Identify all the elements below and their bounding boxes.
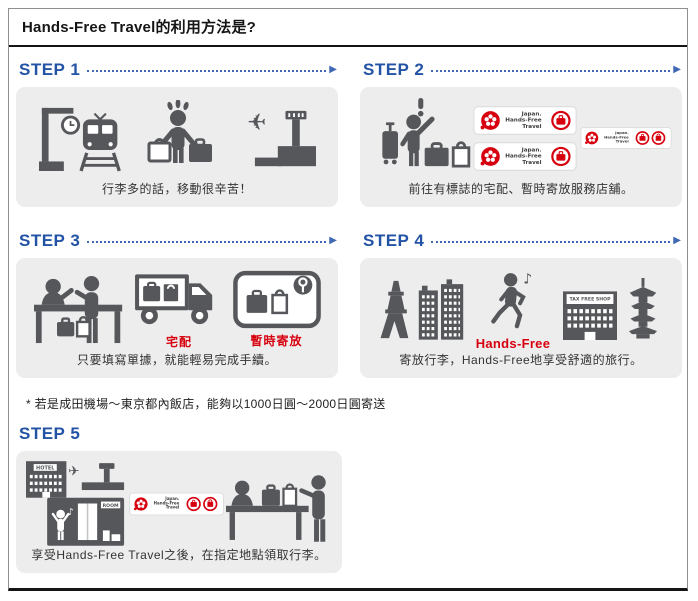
office-buildings-icon [419,279,464,340]
badge-text-line2: Hands-Free [505,117,541,123]
hands-free-travel-wide-badge: Japan. Hands-Free Travel [579,127,672,150]
reception-counter-icon [33,275,122,343]
step4-dotted-leader [431,240,671,243]
step1-dotted-leader [87,69,327,72]
airplane-glyph: ✈ [247,110,266,136]
step1-icons: ✈ [16,87,338,182]
step2-label: STEP 2 [363,60,425,79]
hands-free-walker-figure: ♪ Hands-Free [476,268,551,351]
badge-text-line2: Hands-Free [153,500,179,505]
step5-card: HOTEL ✈ ♪ [16,451,342,573]
delivery-figure: 宅配 [135,269,223,350]
hands-free-label: Hands-Free [475,335,551,351]
step2-icons: Japan. Hands-Free Travel [360,87,682,182]
step2-header: STEP 2 ▶ [363,60,681,80]
room-sign: ROOM [103,503,119,509]
badge-text-line1: Japan. [521,111,542,117]
step4-label: STEP 4 [363,231,425,250]
tokyo-tower-icon [380,280,409,338]
airport-icon: ✈ [247,110,316,166]
step1-caption: 行李多的話，移動很辛苦！ [101,181,252,196]
luggage-pickup-counter-icon [225,474,326,542]
step1-header: STEP 1 ▶ [19,60,337,80]
delivery-label: 宅配 [165,334,192,349]
step1-section: STEP 1 ▶ [16,60,338,207]
music-note-icon: ♪ [523,272,532,288]
music-note-icon: ♪ [68,507,74,518]
steps-grid: STEP 1 ▶ [16,60,682,378]
step4-arrow-icon: ▶ [673,235,681,246]
hotel-sign: HOTEL [36,465,55,471]
step4-card: ♪ Hands-Free [360,258,682,378]
step5-caption: 享受Hands-Free Travel之後，在指定地點領取行李。 [31,548,327,562]
badge-text-line3: Travel [522,160,541,166]
step2-card: Japan. Hands-Free Travel [360,87,682,207]
step5-header: STEP 5 [19,424,341,444]
train-station-icon [38,107,121,172]
footnote: * 若是成田機場～東京都內飯店，能夠以1000日圓～2000日圓寄送 [26,397,386,411]
city-icons-group [379,279,464,340]
content-box: Hands-Free Travel的利用方法是? STEP 1 ▶ [8,8,688,591]
logo-badge-stack: Japan. Hands-Free Travel [473,105,577,171]
sights-icons-group: TAX FREE SHOP [562,278,663,341]
badge-text-line2: Hands-Free [604,135,629,140]
step5-icons: HOTEL ✈ ♪ [16,451,342,548]
hotel-and-room-icon: HOTEL ✈ ♪ [26,461,125,546]
tax-free-sign: TAX FREE SHOP [569,297,611,303]
step3-label: STEP 3 [19,231,81,250]
airplane-glyph: ✈ [69,465,80,480]
pagoda-icon [628,278,657,339]
temporary-storage-icon [232,270,321,328]
storage-figure: 暫時寄放 [232,270,321,349]
hands-free-travel-badge: Japan. Hands-Free Travel [473,105,577,135]
step4-caption: 寄放行李，Hands-Free地享受舒適的旅行。 [399,352,643,367]
badge-text-line1: Japan. [521,147,542,153]
delivery-truck-icon [135,274,213,324]
step3-header: STEP 3 ▶ [19,231,337,251]
storage-label: 暫時寄放 [250,333,303,348]
page-title: Hands-Free Travel的利用方法是? [9,9,687,47]
walking-person-icon: ♪ [491,272,532,329]
hands-free-travel-badge: Japan. Hands-Free Travel [473,141,577,171]
tax-free-shop-icon: TAX FREE SHOP [562,291,617,341]
badge-text-line3: Travel [165,504,179,509]
step3-caption: 只要填寫單據，就能輕易完成手續。 [76,352,277,367]
hands-free-travel-wide-badge: Japan. Hands-Free Travel [128,492,224,515]
badge-text-line1: Japan. [164,495,180,500]
step3-card: 宅配 [16,258,338,378]
badge-text-line3: Travel [522,124,541,130]
step3-arrow-icon: ▶ [329,235,337,246]
step4-section: STEP 4 ▶ [360,231,682,378]
step4-icons: ♪ Hands-Free [360,258,682,353]
step1-label: STEP 1 [19,60,81,79]
step1-card: ✈ 行李多的話，移動很辛苦！ [16,87,338,207]
step2-arrow-icon: ▶ [673,64,681,75]
step4-header: STEP 4 ▶ [363,231,681,251]
overloaded-traveler-icon [147,100,212,164]
badge-text-line1: Japan. [614,130,629,135]
content-area: STEP 1 ▶ [9,47,687,573]
step3-icons: 宅配 [16,258,338,353]
step3-section: STEP 3 ▶ [16,231,338,378]
step2-dotted-leader [431,69,671,72]
step5-section: STEP 5 HOTEL ✈ [16,424,342,573]
step2-caption: 前往有標誌的宅配、暫時寄放服務店舖。 [408,181,634,196]
badge-text-line2: Hands-Free [505,153,541,159]
badge-text-line3: Travel [615,139,628,144]
step2-section: STEP 2 ▶ [360,60,682,207]
traveler-raising-hand-icon [381,97,470,168]
step1-arrow-icon: ▶ [329,64,337,75]
step5-label: STEP 5 [19,424,81,443]
step3-dotted-leader [87,240,327,243]
